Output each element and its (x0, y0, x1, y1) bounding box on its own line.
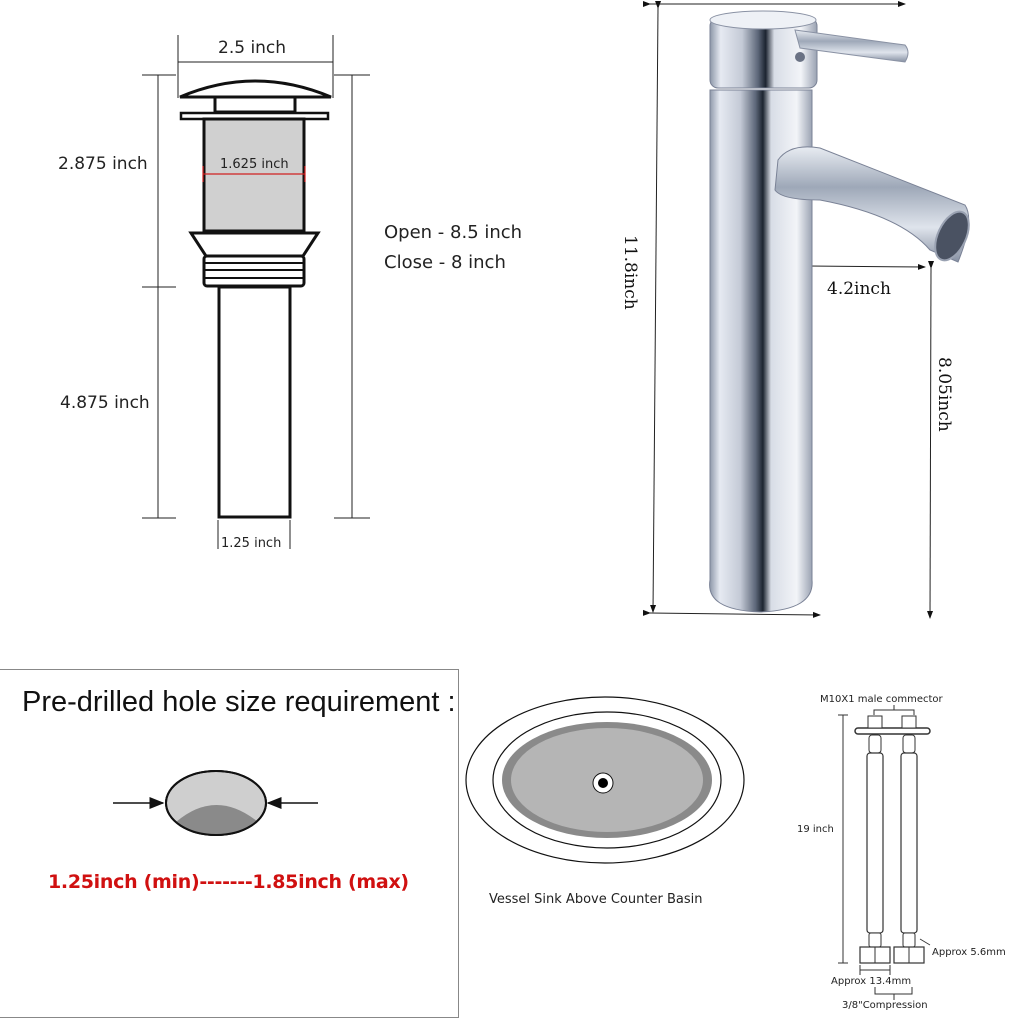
hole-requirement-panel: Pre-drilled hole size requirement : 1.25… (0, 669, 459, 1018)
drain-open-height-label: Open - 8.5 inch (384, 222, 523, 243)
faucet-total-height-label: 11.8inch (620, 235, 640, 310)
hose-nut-width-label: Approx 13.4mm (831, 976, 912, 987)
hose-connector-label: M10X1 male commector (820, 694, 943, 705)
hole-requirement-title: Pre-drilled hole size requirement : (22, 686, 456, 718)
faucet-drawing (642, 0, 970, 619)
drain-top-width-label: 2.5 inch (218, 38, 287, 58)
hole-size-range: 1.25inch (min)-------1.85inch (max) (48, 871, 409, 893)
sink-caption: Vessel Sink Above Counter Basin (489, 892, 703, 907)
drain-drawing (142, 35, 370, 549)
drain-close-height-label: Close - 8 inch (384, 252, 506, 273)
faucet-spout-height-label: 8.05inch (934, 357, 954, 432)
drain-inner-width-label: 1.625 inch (220, 157, 289, 172)
hose-inner-diameter-label: Approx 5.6mm (932, 947, 1006, 958)
drain-tail-width-label: 1.25 inch (221, 536, 282, 551)
hole-drawing (113, 770, 318, 836)
hose-length-label: 19 inch (797, 824, 834, 835)
drain-lower-height-label: 4.875 inch (60, 393, 150, 413)
faucet-spout-reach-label: 4.2inch (827, 279, 891, 299)
drain-upper-height-label: 2.875 inch (58, 154, 148, 174)
hose-compression-label: 3/8"Compression (842, 1000, 928, 1011)
